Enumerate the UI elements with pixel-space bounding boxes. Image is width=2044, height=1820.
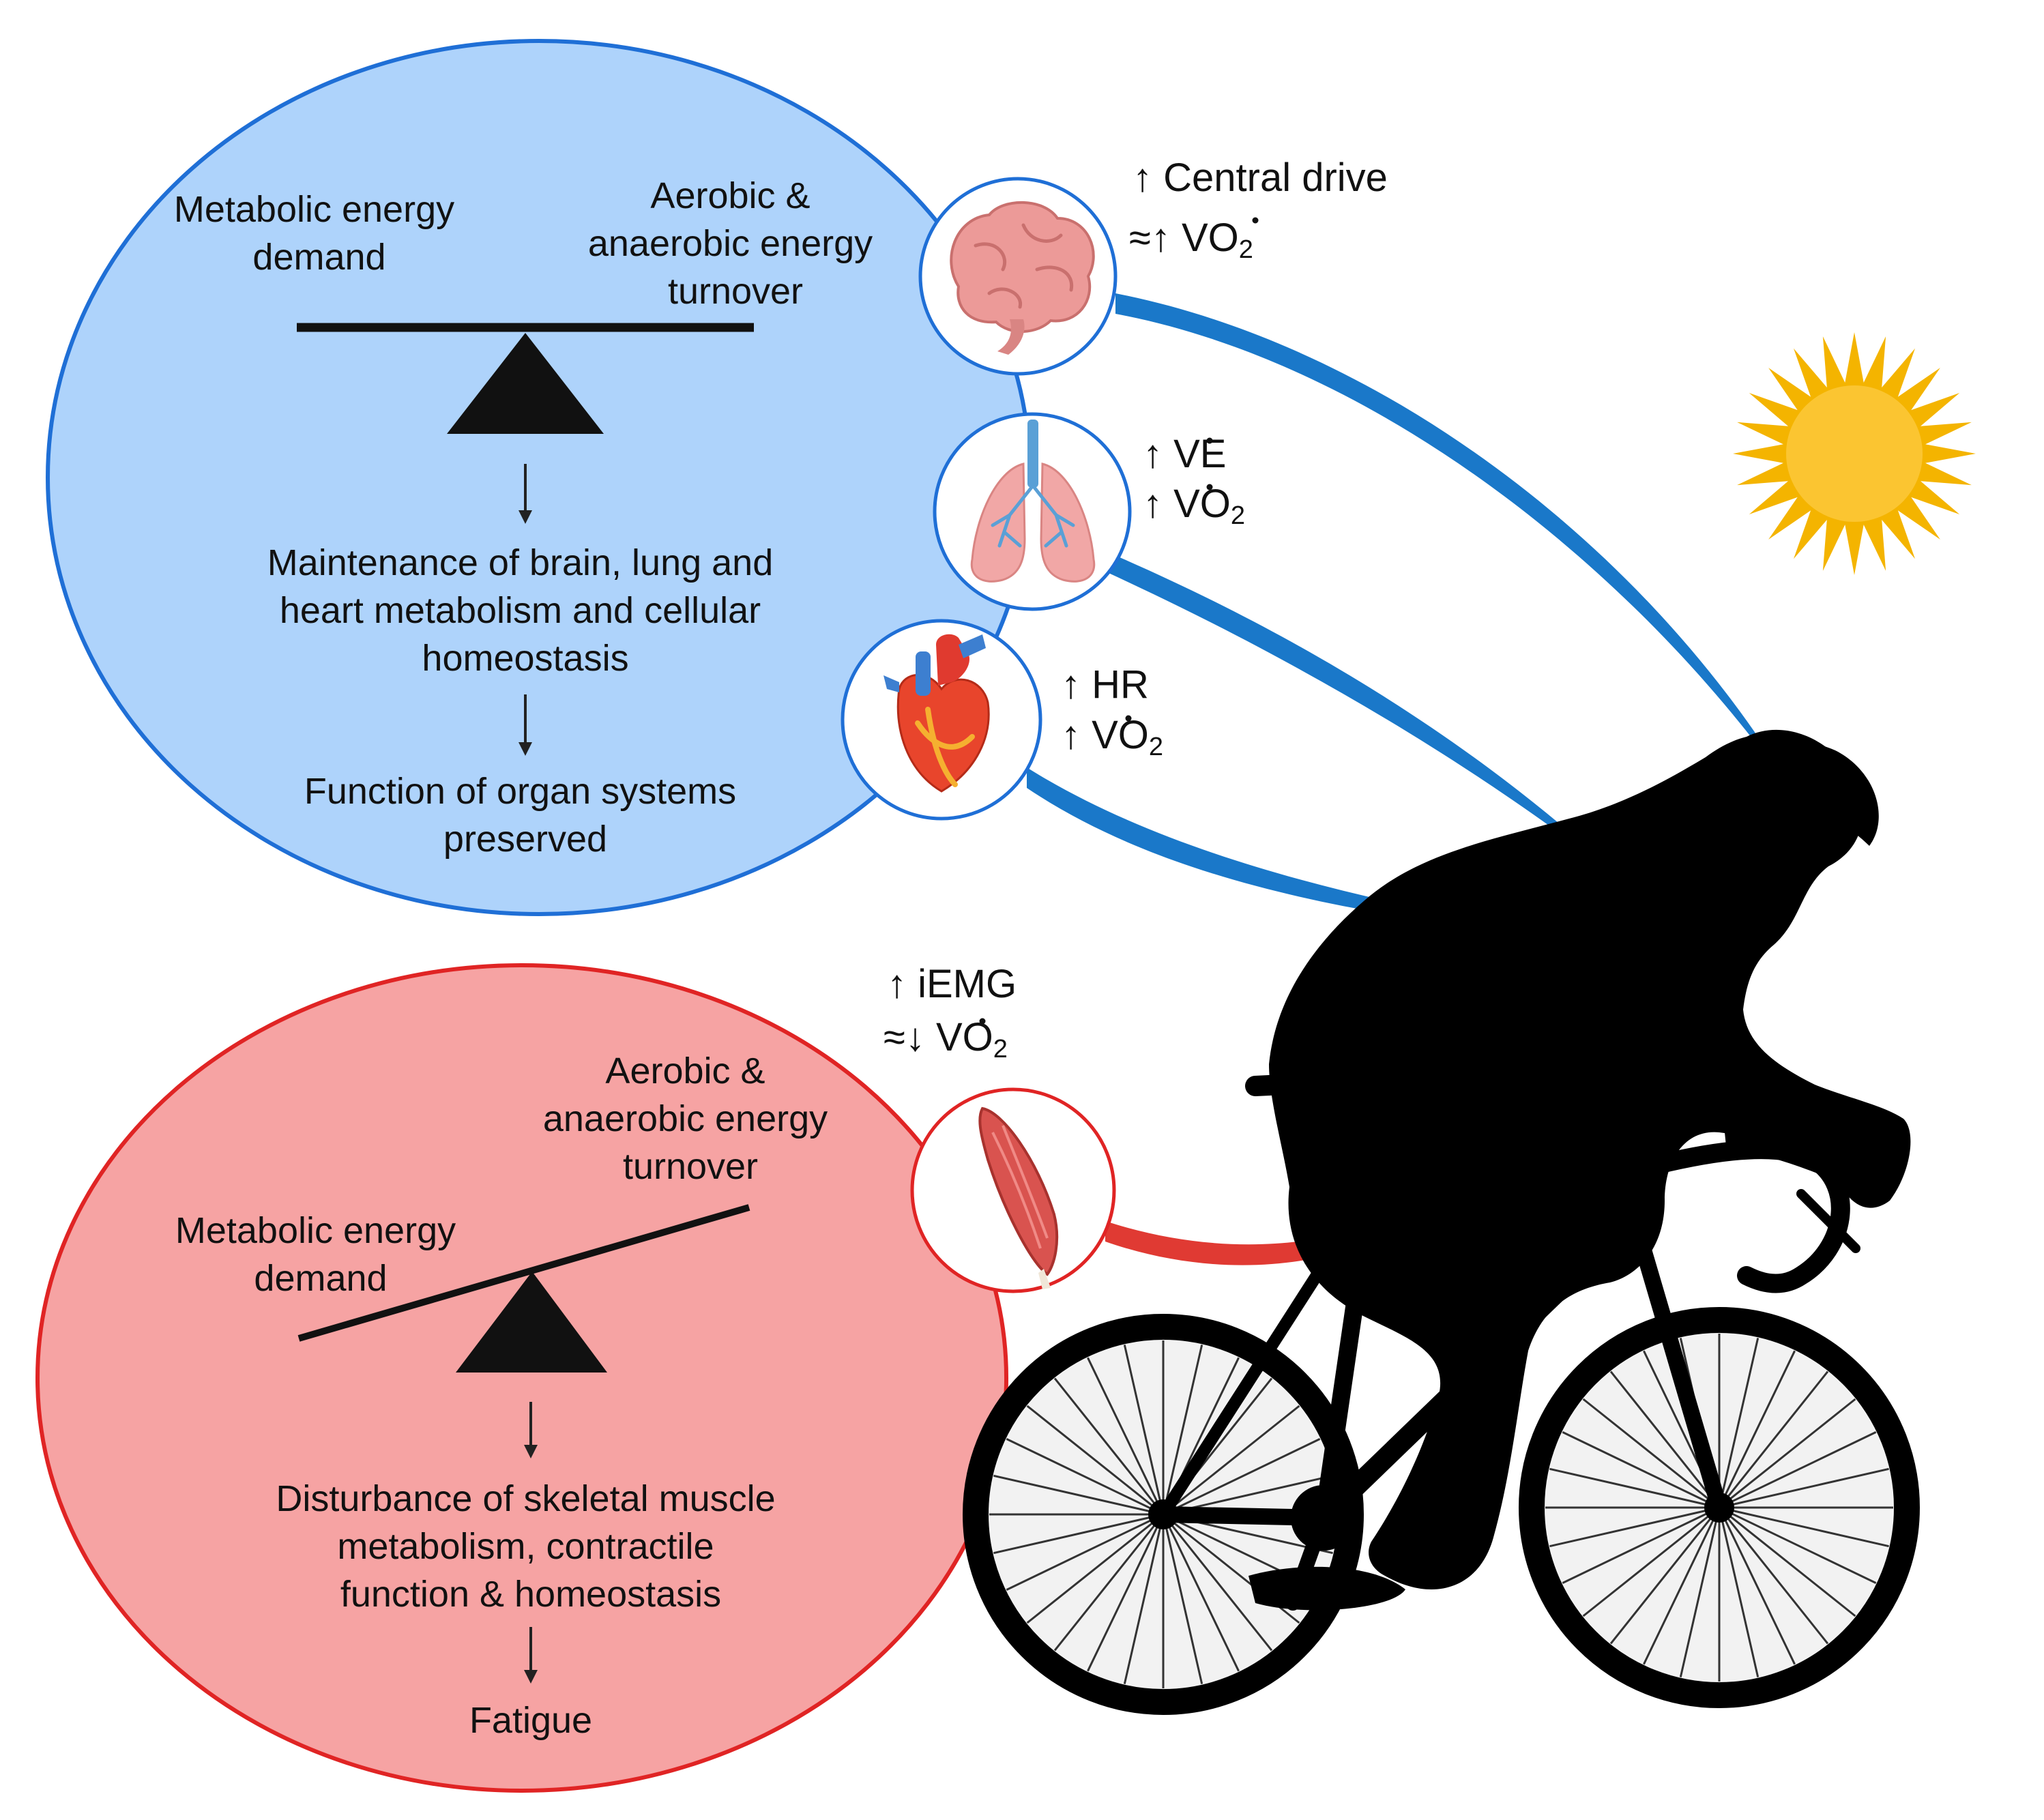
rider-arm	[1719, 1078, 1895, 1201]
lungs-ve-vdot	[1206, 437, 1213, 444]
wheel-spoke	[1719, 1506, 1889, 1548]
muscle-line2: ≈↓ VO2	[884, 1015, 1008, 1063]
wheel-spoke	[1163, 1405, 1300, 1516]
rider-shoe	[1249, 1566, 1405, 1611]
heart-organ: ↑ HR ↑ VO2	[841, 619, 1163, 821]
wheel-spoke	[1719, 1431, 1877, 1509]
lower-demand-label: Metabolic energy demand	[175, 1210, 466, 1299]
heart-line1: ↑ HR	[1061, 662, 1149, 707]
wheel-spoke	[1087, 1357, 1165, 1515]
muscle-icon	[978, 1106, 1059, 1289]
heart-line2: ↑ VO2	[1061, 713, 1163, 761]
wheel-spoke	[1549, 1506, 1720, 1548]
sun-icon	[1733, 332, 1976, 575]
lower-circle	[35, 963, 1008, 1793]
brain-vdot	[1252, 217, 1259, 224]
heart-vdot	[1125, 715, 1132, 722]
wheel-spoke	[1718, 1507, 1829, 1645]
lungs-line1: ↑ VE	[1143, 432, 1227, 476]
lower-fulcrum	[456, 1272, 607, 1373]
wheel-spoke	[1053, 1514, 1165, 1652]
lower-disturbance-label: Disturbance of skeletal muscle metabolis…	[276, 1478, 785, 1615]
wheel-spoke	[1609, 1370, 1721, 1508]
cyclist-silhouette	[963, 729, 1920, 1715]
lower-turnover-label: Aerobic & anaerobic energy turnover	[543, 1051, 838, 1187]
wheel-spoke	[1162, 1345, 1203, 1515]
muscle-organ: ↑ iEMG ≈↓ VO2	[884, 962, 1116, 1293]
lower-fatigue-label: Fatigue	[469, 1700, 592, 1741]
upper-panel: Metabolic energy demand Aerobic & anaero…	[46, 39, 1032, 916]
wheel-spoke	[1719, 1467, 1889, 1509]
wheel-spoke	[1006, 1438, 1164, 1516]
wheel-spoke	[1562, 1506, 1720, 1584]
brain-line1: ↑ Central drive	[1133, 156, 1388, 200]
lower-arrow-2	[524, 1627, 538, 1684]
upper-arrow-2	[519, 694, 532, 756]
lower-balance-beam	[297, 1204, 750, 1342]
wheel-spoke	[993, 1474, 1164, 1516]
muscle-line1: ↑ iEMG	[887, 962, 1017, 1006]
upper-maintenance-label: Maintenance of brain, lung and heart met…	[267, 542, 784, 679]
wheel-spoke	[1053, 1377, 1165, 1515]
wheel-spoke	[1719, 1506, 1856, 1617]
muscle-vdot	[979, 1018, 986, 1025]
lungs-organ: ↑ VE ↑ VO2	[933, 412, 1245, 611]
wheel-spoke	[1026, 1405, 1164, 1516]
wheel-spoke	[1718, 1507, 1760, 1677]
brain-icon	[950, 201, 1095, 355]
lungs-icon	[970, 420, 1096, 583]
wheel-spoke	[1609, 1507, 1721, 1645]
wheel-spoke	[1719, 1506, 1877, 1584]
wheel-spoke	[1719, 1398, 1856, 1509]
wheel-spoke	[1582, 1506, 1720, 1617]
rider-body	[1269, 729, 1911, 1589]
wheel-spoke	[1679, 1507, 1721, 1677]
wheel-spoke	[1718, 1507, 1796, 1665]
wheel-spoke	[1718, 1350, 1796, 1508]
brain-connector	[1115, 293, 1801, 805]
wheel-spoke	[1162, 1514, 1203, 1684]
wheel-spoke	[1582, 1398, 1720, 1509]
wheel-spoke	[1562, 1431, 1720, 1509]
wheel-spoke	[1718, 1338, 1760, 1508]
upper-turnover-label: Aerobic & anaerobic energy turnover	[588, 175, 883, 312]
heart-icon	[884, 634, 990, 793]
wheel-spoke	[1163, 1438, 1321, 1516]
upper-preserved-label: Function of organ systems preserved	[304, 771, 746, 860]
upper-demand-label: Metabolic energy demand	[174, 189, 465, 278]
upper-fulcrum	[447, 333, 604, 434]
wheel-spoke	[1162, 1514, 1240, 1672]
brain-organ: ↑ Central drive ≈↑ VO2	[918, 156, 1388, 376]
wheel-spoke	[1006, 1513, 1164, 1591]
wheel-spoke	[1123, 1345, 1165, 1515]
wheel-spoke	[1162, 1514, 1273, 1652]
sun-core	[1786, 385, 1923, 522]
wheel-spoke	[1718, 1370, 1829, 1508]
lungs-line2: ↑ VO2	[1143, 482, 1245, 530]
lungs-connector	[1109, 553, 1631, 887]
wheel-spoke	[1026, 1513, 1164, 1624]
lower-arrow-1	[524, 1402, 538, 1458]
upper-arrow-1	[519, 464, 532, 524]
helmet	[1712, 738, 1879, 846]
wheel-spoke	[1123, 1514, 1165, 1684]
brain-line2: ≈↑ VO2	[1129, 216, 1253, 264]
wheel-spoke	[1087, 1514, 1165, 1672]
wheel-spoke	[1549, 1467, 1720, 1509]
lungs-vo2-vdot	[1206, 484, 1213, 490]
wheel-spoke	[1643, 1507, 1721, 1665]
wheel-spoke	[993, 1513, 1164, 1555]
lower-panel: Aerobic & anaerobic energy turnover Meta…	[35, 963, 1008, 1793]
